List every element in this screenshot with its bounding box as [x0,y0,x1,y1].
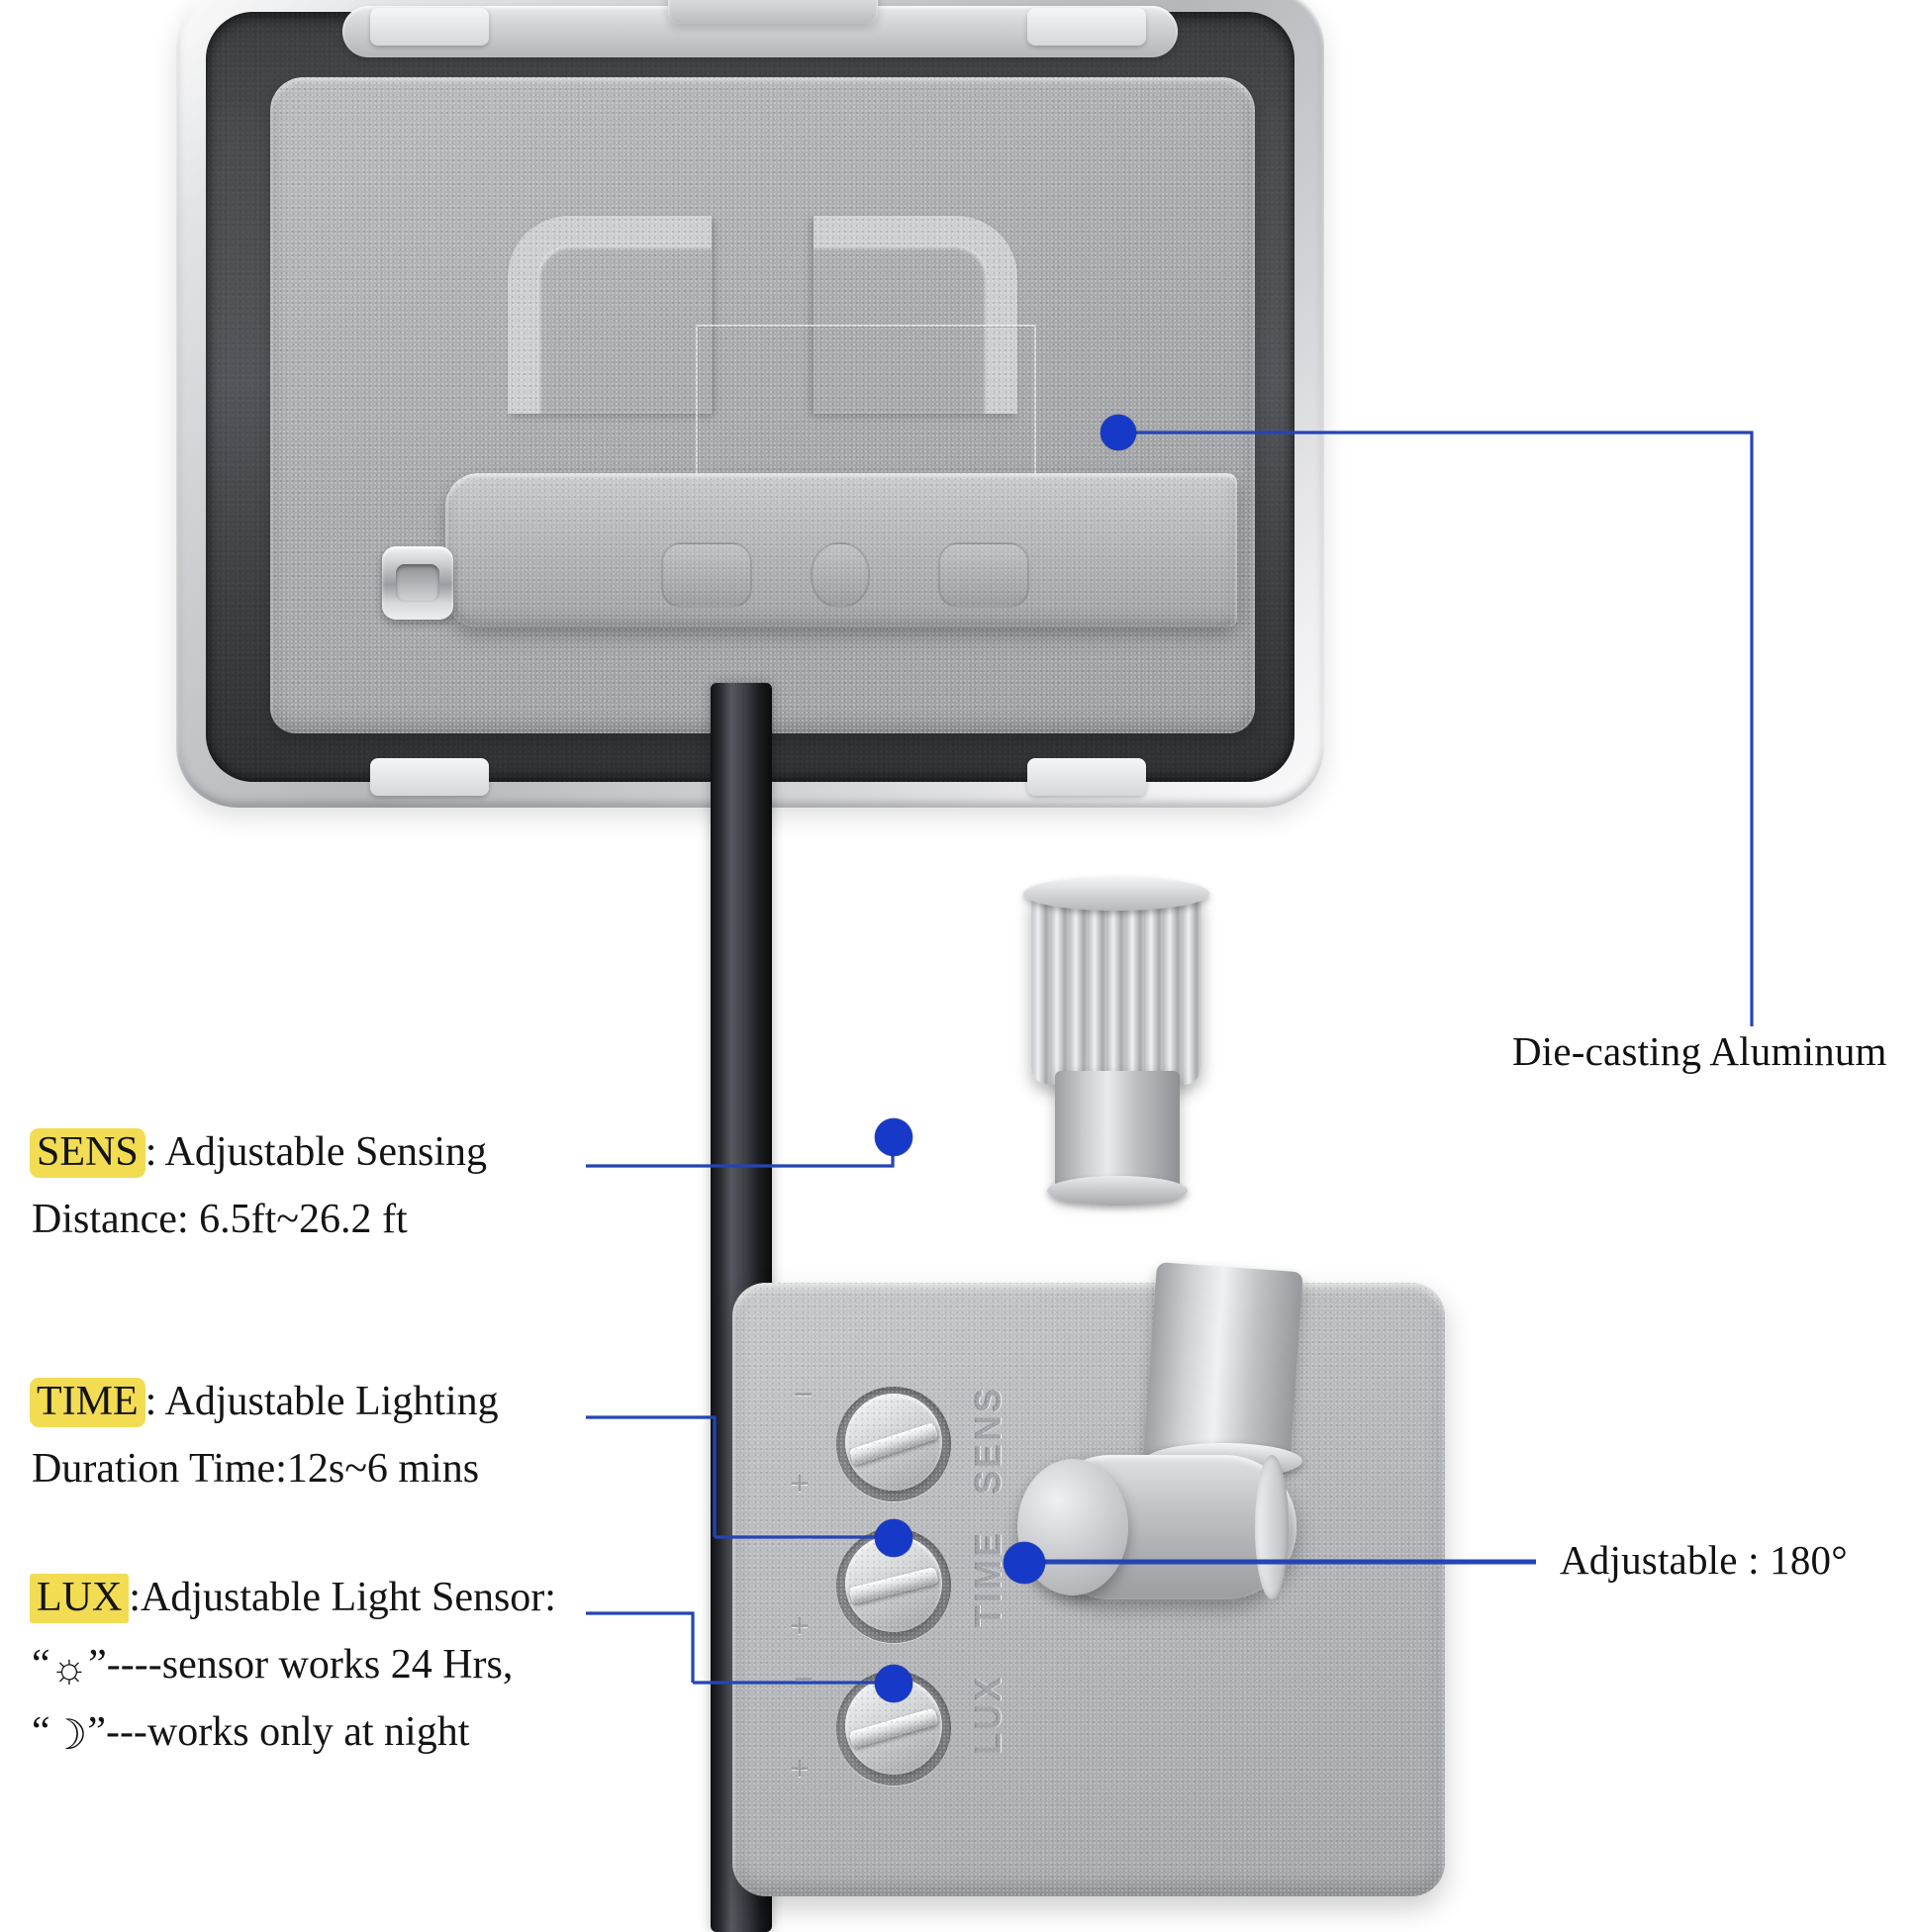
time-line2: Duration Time:12s~6 mins [32,1446,480,1493]
feature-sens: SENS: Adjustable Sensing Distance: 6.5ft… [30,1118,487,1253]
lux-emboss-label: LUX [968,1675,1008,1755]
lux-badge: LUX [30,1574,130,1624]
sens-line2: Distance: 6.5ft~26.2 ft [32,1197,408,1243]
lux-line2-open-quote: “ [32,1642,50,1689]
bracket-pad-left [661,542,752,608]
bracket-pad-center [811,542,870,608]
feature-time: TIME: Adjustable Lighting Duration Time:… [30,1368,499,1502]
moon-icon: ☽ [49,1713,88,1760]
label-die-casting-aluminum: Die-casting Aluminum [1512,1028,1887,1074]
label-adjustable-180: Adjustable : 180° [1560,1537,1848,1583]
sens-knob-slot-icon [848,1422,939,1466]
bracket-pad-right [938,542,1029,608]
callout-dot-adjustable [1004,1542,1045,1584]
sens-minus-mark: − [794,1376,814,1413]
swivel-elbow-joint [1000,1262,1336,1633]
floodlight-housing [176,0,1324,808]
cable-gland-top [668,0,878,24]
conduit-stem [1047,1071,1188,1206]
mounting-rib-right-icon [814,216,1017,414]
housing-back-plate [270,77,1255,733]
mounting-rib-left-icon [508,216,712,414]
time-line1-rest: : Adjustable Lighting [144,1379,499,1424]
lux-line1-rest: :Adjustable Light Sensor: [129,1575,556,1620]
lux-minus-mark: − [794,1661,814,1698]
time-badge: TIME [30,1378,145,1428]
housing-clip-bottom-right [1027,758,1146,796]
sens-badge: SENS [30,1128,145,1179]
elbow-neck [1143,1262,1303,1470]
housing-clip-top-left [370,8,489,46]
housing-clip-top-right [1027,8,1146,46]
bracket-pivot-bolt [382,546,453,620]
lux-knob-slot-icon [848,1707,939,1749]
housing-clip-bottom-left [370,758,489,796]
lux-line3-open-quote: “ [32,1709,50,1756]
feature-lux: LUX:Adjustable Light Sensor: “☼”----sens… [30,1564,556,1766]
sun-icon: ☼ [49,1646,89,1692]
knurled-nut [1023,877,1209,1085]
time-knob-slot-icon [848,1566,939,1605]
callout-dot-die-casting [1101,415,1136,450]
lux-plus-mark: + [790,1750,810,1787]
elbow-ring [1255,1455,1289,1599]
sens-plus-mark: + [790,1465,810,1502]
sensor-housing: − + − + − + SENS TIME LUX [732,1283,1445,1896]
sens-line1-rest: : Adjustable Sensing [144,1129,488,1175]
time-minus-mark: − [794,1518,814,1556]
callout-dot-lux [875,1665,912,1702]
time-plus-mark: + [790,1607,810,1645]
sens-knob-well [836,1387,951,1501]
sens-knob[interactable] [836,1387,951,1501]
leader-time [586,1415,717,1537]
sens-knob-cap [845,1394,942,1491]
callout-dot-time [875,1519,912,1557]
lux-line3-text: ”---works only at night [87,1709,470,1756]
callout-dot-sens [875,1118,912,1156]
lux-line2-text: ”----sensor works 24 Hrs, [88,1642,514,1689]
conduit-arm [1011,877,1219,1306]
mounting-bracket [445,473,1237,628]
leader-lux [586,1611,695,1683]
